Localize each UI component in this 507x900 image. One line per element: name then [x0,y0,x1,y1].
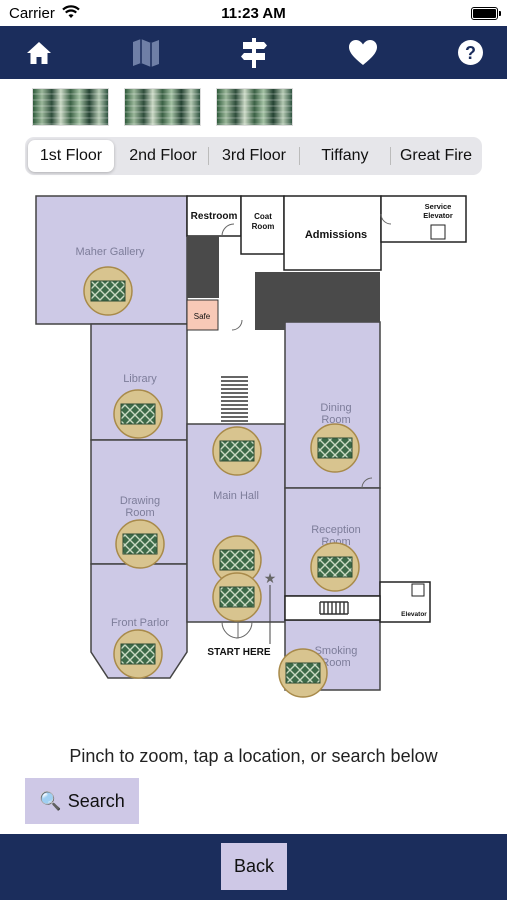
tab-1st-floor[interactable]: 1st Floor [28,140,114,172]
bottom-bar: Back [0,834,507,900]
help-icon: ? [457,40,483,65]
tab-tiffany[interactable]: Tiffany [321,147,369,164]
service-block [285,272,380,322]
segment-divider [208,147,209,165]
label-restroom: Restroom [191,211,238,222]
label-admissions: Admissions [305,229,367,241]
tab-great-fire[interactable]: Great Fire [399,147,472,164]
signpost-icon [241,37,267,68]
tab-3rd-floor[interactable]: 3rd Floor [221,147,287,164]
star-icon: ★ [264,570,277,586]
map-button[interactable] [111,26,181,79]
home-button[interactable] [4,26,74,79]
search-label: Search [67,790,125,811]
tab-2nd-floor[interactable]: 2nd Floor [129,147,197,164]
marker-thumbnail [120,403,156,425]
top-nav-bar: ? [0,26,507,79]
segment-divider [390,147,391,165]
marker-thumbnail [317,556,353,578]
label-maher-gallery: Maher Gallery [75,246,145,258]
thumbnail-strip [0,88,507,128]
entrance-door [221,621,239,639]
staircase [221,376,248,422]
carrier-label: Carrier [9,5,55,22]
map-icon [133,38,159,67]
marker-thumbnail [219,549,255,571]
thumbnail-image[interactable] [216,88,293,126]
home-icon [27,41,51,64]
elevator-car [411,583,425,597]
marker-thumbnail [285,662,321,684]
marker-thumbnail [219,586,255,608]
hint-text: Pinch to zoom, tap a location, or search… [69,746,438,766]
door-swing [221,223,235,237]
label-elevator: Elevator [401,611,427,618]
thumbnail-image[interactable] [124,88,201,126]
marker-thumbnail [120,643,156,665]
service-block [255,272,285,330]
entrance-door [235,621,253,639]
svg-text:?: ? [465,43,476,63]
location-markers [83,266,360,698]
status-bar: Carrier 11:23 AM [0,0,507,26]
marker-thumbnail [317,437,353,459]
door-swing [231,319,243,331]
help-button[interactable]: ? [435,26,505,79]
label-front-parlor: Front Parlor [111,617,169,629]
search-icon: 🔍 [39,790,62,811]
thumbnail-image[interactable] [32,88,109,126]
battery-tip [499,11,501,16]
admissions-room[interactable] [283,195,382,271]
service-block [187,236,219,298]
door-swing [361,477,373,489]
clock: 11:23 AM [221,5,286,22]
search-button[interactable]: 🔍 Search [25,778,139,824]
safe-room[interactable] [186,299,219,331]
service-elevator-room[interactable] [380,195,467,243]
marker-thumbnail [122,533,158,555]
label-main-hall: Main Hall [213,490,259,502]
marker-thumbnail [219,440,255,462]
restroom-room[interactable] [186,195,242,237]
floor-selector: 1st Floor 2nd Floor 3rd Floor Tiffany Gr… [25,137,482,175]
heart-icon [349,40,377,65]
corridor-stairs [319,601,349,615]
door-swing [380,213,392,225]
favorites-button[interactable] [328,26,398,79]
battery-icon [471,7,498,20]
wifi-icon [62,5,80,18]
label-safe: Safe [194,312,211,321]
elevator-car [430,224,446,240]
start-here-label: START HERE [207,647,270,658]
segment-divider [299,147,300,165]
directions-button[interactable] [219,26,289,79]
back-button[interactable]: Back [221,843,287,890]
label-library: Library [123,373,157,385]
marker-thumbnail [90,280,126,302]
